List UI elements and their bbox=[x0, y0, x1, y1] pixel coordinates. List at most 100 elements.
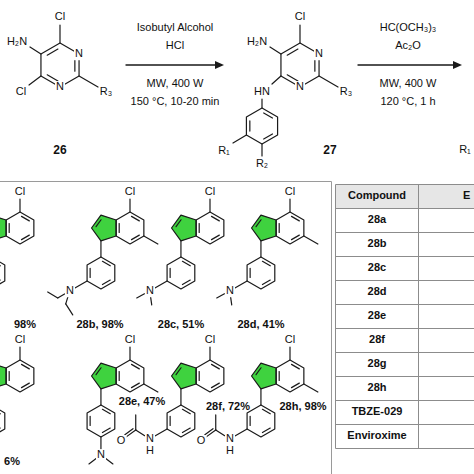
bond-line bbox=[182, 280, 190, 284]
bond-line bbox=[250, 416, 251, 425]
bond-line bbox=[260, 389, 261, 405]
bond-line bbox=[90, 268, 91, 277]
atom-label: N bbox=[314, 48, 324, 60]
bond-line bbox=[199, 372, 200, 381]
bond-line bbox=[151, 297, 152, 305]
table-rule bbox=[418, 185, 419, 449]
bond-line bbox=[212, 216, 220, 220]
bond-line bbox=[264, 134, 273, 139]
atom-label: H bbox=[226, 445, 234, 457]
reagent-label: Ac₂O bbox=[395, 40, 421, 52]
ring bbox=[87, 405, 115, 437]
bond-line bbox=[59, 25, 60, 43]
atom-label: HN bbox=[254, 86, 270, 98]
yield-label: 6% bbox=[4, 456, 20, 468]
table-cell: 28d bbox=[368, 286, 387, 298]
ring bbox=[6, 212, 34, 244]
yield-label: 28f, 72% bbox=[206, 401, 250, 413]
bond-line bbox=[90, 416, 91, 425]
bond-line bbox=[79, 76, 98, 87]
bond-line bbox=[319, 76, 338, 87]
bond-line bbox=[256, 220, 261, 227]
bond-line bbox=[9, 372, 10, 381]
bond-line bbox=[58, 294, 65, 298]
bond-line bbox=[205, 429, 213, 435]
bond-line bbox=[144, 384, 158, 392]
bond-line bbox=[136, 430, 145, 436]
bond-line bbox=[129, 199, 130, 212]
atom-label: Cl bbox=[15, 186, 25, 198]
bond-line bbox=[262, 261, 270, 265]
bond-line bbox=[260, 241, 261, 257]
bond-line bbox=[125, 429, 133, 435]
bond-line bbox=[132, 216, 140, 220]
table-cell: 28c bbox=[368, 262, 386, 274]
table-header-bg bbox=[336, 185, 474, 209]
reagent-label: Isobutyl Alcohol bbox=[137, 22, 213, 34]
atom-label: Cl bbox=[15, 334, 25, 346]
bond-line bbox=[96, 368, 101, 375]
bond-line bbox=[135, 415, 136, 430]
bond-line bbox=[170, 268, 171, 277]
ring bbox=[92, 215, 117, 241]
bond-line bbox=[249, 121, 250, 131]
bond-line bbox=[212, 235, 220, 239]
bond-line bbox=[287, 49, 298, 55]
bond-line bbox=[262, 409, 270, 413]
table-rule bbox=[336, 208, 474, 209]
table-cell: 28b bbox=[368, 238, 387, 250]
ring bbox=[252, 215, 277, 241]
bond-line bbox=[155, 281, 167, 288]
bond-line bbox=[262, 280, 270, 284]
atom-label: H₂N bbox=[7, 36, 27, 48]
table-cell: 28a bbox=[368, 214, 386, 226]
atom-label: Cl bbox=[16, 86, 26, 98]
bond-line bbox=[176, 220, 181, 227]
bond-line bbox=[209, 347, 210, 360]
bond-line bbox=[292, 216, 300, 220]
bond-line bbox=[292, 364, 300, 368]
atom-label: N bbox=[225, 285, 235, 297]
arrow-head bbox=[453, 61, 462, 69]
atom-label: R₃ bbox=[100, 86, 112, 98]
bond-line bbox=[358, 64, 456, 65]
bond-line bbox=[270, 47, 281, 54]
bond-line bbox=[102, 428, 110, 432]
bond-line bbox=[215, 415, 216, 430]
reagent-label: MW, 400 W bbox=[147, 78, 204, 90]
bond-line bbox=[180, 389, 181, 405]
ring bbox=[247, 405, 275, 437]
atom-label: Cl bbox=[55, 11, 65, 23]
ring bbox=[276, 212, 304, 244]
ring bbox=[247, 257, 275, 289]
ring bbox=[196, 360, 224, 392]
table-cell: 28e bbox=[368, 310, 386, 322]
ring bbox=[246, 108, 277, 144]
bond-line bbox=[144, 236, 158, 244]
bond-line bbox=[137, 294, 145, 298]
ring bbox=[172, 215, 197, 241]
ring bbox=[6, 360, 34, 392]
table-cell: Compound bbox=[348, 190, 406, 202]
compound-label: 26 bbox=[53, 144, 66, 157]
bond-line bbox=[126, 64, 218, 65]
table-rule bbox=[336, 280, 474, 281]
bond-line bbox=[256, 368, 261, 375]
table-cell: 28g bbox=[368, 358, 387, 370]
atom-label: H₂N bbox=[247, 36, 267, 48]
bond-line bbox=[0, 280, 1, 284]
table-rule bbox=[335, 185, 336, 449]
bond-line bbox=[47, 75, 58, 81]
atom-label: Cl bbox=[285, 186, 295, 198]
bond-line bbox=[0, 409, 1, 413]
bond-line bbox=[289, 199, 290, 212]
bond-line bbox=[132, 235, 140, 239]
bond-line bbox=[212, 383, 220, 387]
bond-line bbox=[287, 75, 298, 81]
ring bbox=[0, 215, 6, 241]
table-rule bbox=[336, 376, 474, 377]
ring bbox=[87, 257, 115, 289]
bond-line bbox=[235, 429, 247, 436]
bond-line bbox=[22, 235, 30, 239]
bond-line bbox=[75, 281, 87, 288]
